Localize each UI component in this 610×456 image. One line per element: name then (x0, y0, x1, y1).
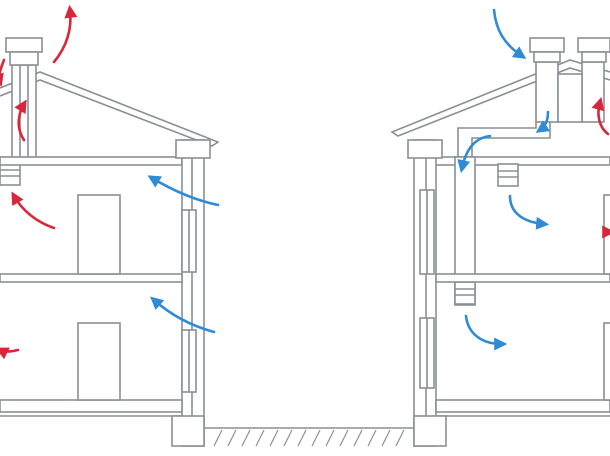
right-roof (390, 59, 610, 137)
exhaust-arrow-left-stack (0, 58, 6, 87)
supply-arrow-room-lower (464, 314, 508, 351)
exhaust-arrow-right-chimney (591, 96, 610, 136)
ground-hatch-stroke (213, 429, 223, 447)
ground-hatch-stroke (227, 429, 237, 447)
right-door-lower (603, 322, 610, 401)
ground-hatch-stroke (339, 429, 349, 447)
ground-hatch-stroke (381, 429, 391, 447)
right-outer-wall (413, 139, 437, 447)
exhaust-arrow-chimney-out (52, 4, 78, 64)
left-chimney-cap-neck (9, 51, 39, 66)
supply-arrow-room-upper (508, 194, 550, 230)
right-ground-floor (435, 399, 610, 413)
ground-hatch (204, 427, 414, 447)
left-chimney (11, 64, 37, 164)
ground-hatch-stroke (255, 429, 265, 447)
right-house (390, 37, 610, 447)
ground-hatch-stroke (311, 429, 321, 447)
right-vent-grille-lower (454, 281, 476, 305)
ground-hatch-stroke (241, 429, 251, 447)
left-door-lower (77, 322, 121, 401)
supply-arrow-duct-down (535, 110, 551, 133)
ground-hatch-stroke (395, 429, 405, 447)
left-door-upper (77, 194, 121, 275)
left-outer-wall (181, 139, 205, 447)
left-attic-floor (0, 156, 183, 166)
ground-hatch-stroke (283, 429, 293, 447)
ground-hatch-stroke (353, 429, 363, 447)
right-chimney-b (581, 61, 605, 123)
left-vent-grille-attic (0, 162, 21, 186)
left-foundation (171, 415, 205, 447)
right-mid-floor (435, 273, 610, 283)
supply-arrow-left-upper-window (147, 175, 220, 207)
supply-arrow-left-lower-window (150, 296, 216, 334)
supply-arrows (147, 8, 551, 351)
right-vent-grille-upper (497, 163, 519, 187)
exhaust-arrow-into-grille (14, 99, 27, 142)
left-mid-floor (0, 273, 183, 283)
right-door-upper (603, 194, 610, 275)
supply-arrow-roof-intake (492, 8, 527, 59)
exhaust-arrows (0, 4, 610, 360)
supply-arrow-duct-turn (457, 134, 492, 174)
ground-hatch-stroke (297, 429, 307, 447)
exhaust-arrow-upper-room (11, 191, 56, 230)
ground-hatch-stroke (367, 429, 377, 447)
exhaust-arrow-lower-room (0, 347, 20, 360)
right-foundation (413, 415, 447, 447)
left-chimney-cap (5, 37, 43, 53)
right-supply-duct (457, 122, 537, 157)
left-ground-floor (0, 399, 183, 413)
ground-hatch-stroke (325, 429, 335, 447)
ground-hatch-stroke (269, 429, 279, 447)
left-house (0, 37, 220, 447)
